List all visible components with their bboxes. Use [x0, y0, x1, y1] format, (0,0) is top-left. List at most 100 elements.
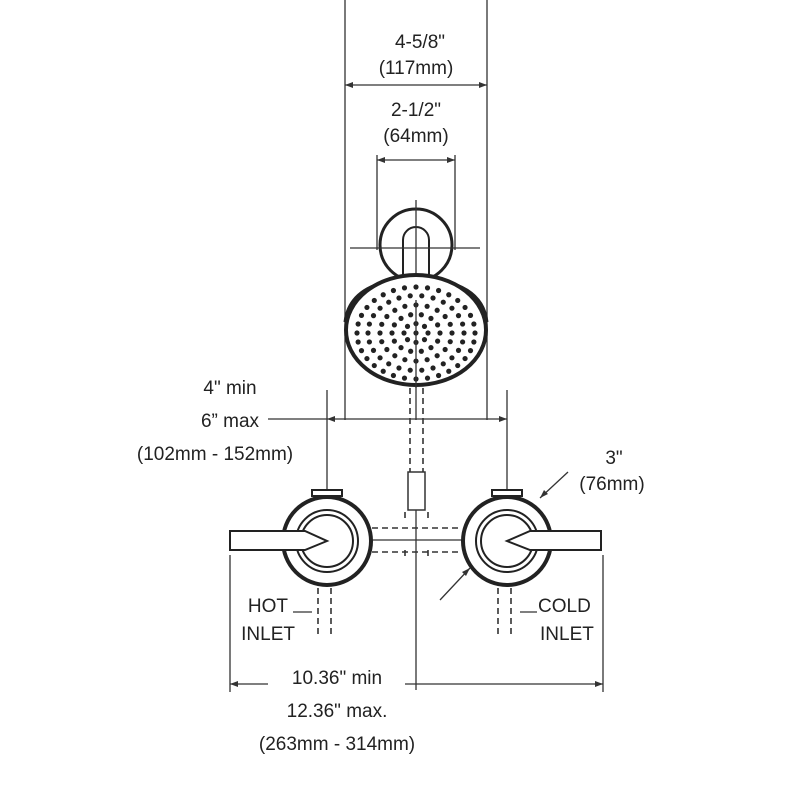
nozzle-dot [428, 315, 434, 321]
flange-width-imperial: 2-1/2" [391, 100, 441, 121]
nozzle-dot [437, 330, 443, 336]
nozzle-dot [380, 292, 386, 298]
nozzle-dot [424, 285, 431, 291]
nozzle-dot [467, 348, 474, 354]
nozzle-dot [377, 305, 383, 311]
nozzle-dot [461, 330, 467, 336]
nozzle-dot [418, 312, 424, 318]
nozzle-dot [380, 368, 386, 374]
handle-diameter-metric: (76mm) [579, 474, 644, 495]
nozzle-dot [442, 313, 448, 320]
nozzle-dot [358, 312, 365, 318]
nozzle-dot [424, 357, 430, 363]
nozzle-dot [365, 330, 371, 336]
nozzle-dot [440, 299, 446, 305]
nozzle-dot [462, 355, 468, 362]
nozzle-dot [371, 362, 377, 369]
nozzle-dot [398, 345, 404, 351]
nozzle-dot [460, 321, 466, 327]
nozzle-dot [446, 368, 452, 374]
nozzle-dot [364, 355, 370, 362]
nozzle-dot [455, 297, 461, 304]
nozzle-dot [370, 313, 377, 319]
nozzle-dot [386, 299, 392, 305]
nozzle-dot [364, 304, 370, 311]
nozzle-dot [377, 355, 383, 361]
cold-inlet-label-1: COLD [538, 596, 591, 617]
nozzle-dot [401, 285, 408, 291]
handle-spacing-metric: (102mm - 152mm) [137, 444, 293, 465]
nozzle-dot [396, 295, 402, 301]
nozzle-dot [392, 307, 398, 313]
nozzle-dot [462, 304, 468, 311]
nozzle-dot [471, 339, 477, 345]
nozzle-dot [425, 330, 431, 336]
showerhead-width-imperial: 4-5/8" [395, 32, 445, 53]
nozzle-dot [447, 339, 453, 345]
nozzle-dot [435, 287, 442, 294]
nozzle-dot [355, 339, 361, 345]
nozzle-dot [371, 297, 377, 304]
nozzle-dot [379, 321, 385, 327]
hot-inlet-label-2: INLET [241, 624, 295, 645]
showerhead-width-dimension: 4-5/8" (117mm) [344, 0, 488, 420]
cold-inlet: COLD INLET [497, 588, 594, 645]
nozzle-dot [472, 330, 478, 336]
nozzle-dot [407, 367, 413, 373]
nozzle-dot [446, 292, 452, 298]
nozzle-dot [421, 323, 428, 329]
nozzle-dot [471, 321, 477, 327]
nozzle-dot [401, 330, 407, 336]
supply-pipe [370, 388, 462, 690]
nozzle-dot [419, 293, 425, 299]
overall-width-min: 10.36" min [292, 668, 382, 689]
nozzle-dot [467, 312, 474, 318]
nozzle-dot [435, 338, 441, 344]
nozzle-dot [440, 361, 446, 367]
cold-handle [461, 489, 602, 587]
handle-diameter-dimension: 3" (76mm) [439, 448, 645, 601]
hot-inlet-label-1: HOT [248, 596, 289, 617]
nozzle-dot [401, 375, 408, 381]
nozzle-dot [391, 322, 397, 328]
nozzle-dot [402, 357, 408, 363]
shower-arm-flange [350, 200, 480, 420]
handle-spacing-min: 4" min [203, 378, 256, 399]
nozzle-dot [396, 365, 402, 371]
flange-width-metric: (64mm) [383, 126, 448, 147]
nozzle-dot [418, 348, 424, 354]
nozzle-dot [424, 303, 430, 309]
showerhead-nozzles [354, 284, 478, 382]
nozzle-dot [434, 353, 440, 359]
nozzle-dot [449, 330, 455, 336]
nozzle-dot [370, 347, 377, 353]
nozzle-dot [442, 346, 448, 353]
nozzle-dot [421, 337, 428, 343]
overall-width-max: 12.36" max. [287, 701, 388, 722]
nozzle-dot [447, 321, 453, 327]
nozzle-dot [390, 372, 397, 379]
nozzle-dot [377, 330, 383, 336]
nozzle-dot [430, 365, 436, 371]
nozzle-dot [389, 330, 395, 336]
nozzle-dot [391, 338, 397, 344]
nozzle-dot [386, 361, 392, 367]
nozzle-dot [355, 321, 361, 327]
nozzle-dot [366, 339, 372, 345]
nozzle-dot [402, 303, 408, 309]
showerhead [343, 273, 489, 388]
nozzle-dot [424, 375, 431, 381]
nozzle-dot [419, 367, 425, 373]
nozzle-dot [392, 353, 398, 359]
flange-width-dimension: 2-1/2" (64mm) [376, 100, 456, 250]
handle-diameter-imperial: 3" [605, 448, 622, 469]
nozzle-dot [354, 330, 360, 336]
nozzle-dot [358, 348, 365, 354]
nozzle-dot [435, 372, 442, 379]
nozzle-dot [455, 313, 462, 319]
nozzle-dot [384, 313, 390, 320]
nozzle-dot [390, 287, 397, 294]
nozzle-dot [455, 347, 462, 353]
nozzle-dot [413, 284, 419, 290]
